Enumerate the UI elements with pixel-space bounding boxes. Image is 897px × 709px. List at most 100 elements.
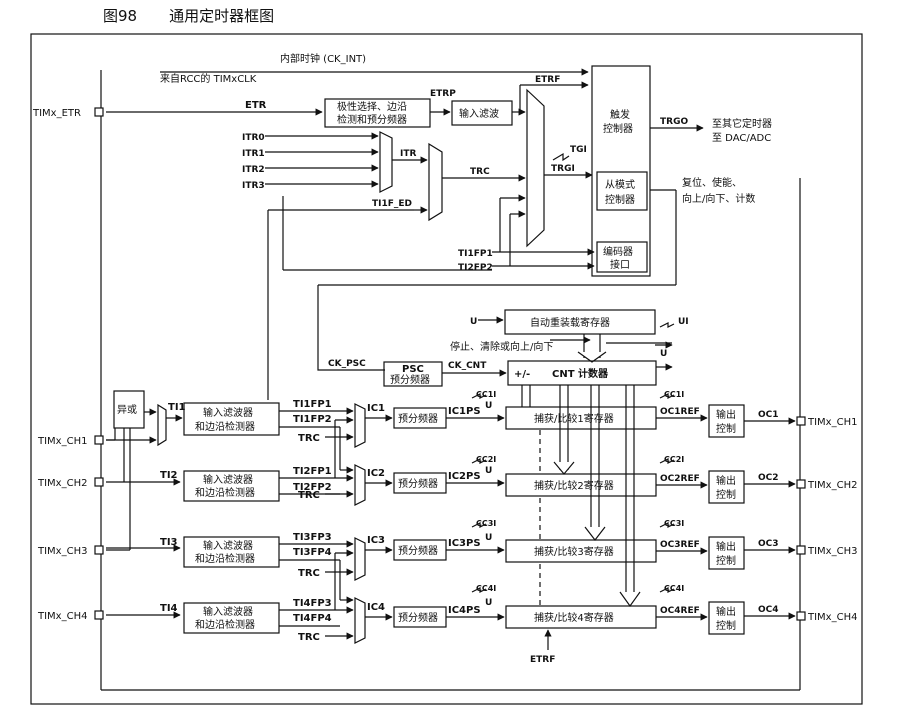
label-ck-psc: CK_PSC <box>328 359 366 369</box>
label-trc-ch2: TRC <box>298 490 320 501</box>
filter3-line1: 输入滤波器 <box>203 539 253 552</box>
ic3-mux <box>354 537 366 581</box>
output-control-ch4 <box>708 601 745 635</box>
label-cc3i-in: CC3I <box>476 519 496 528</box>
pin-label-etr: TIMx_ETR <box>32 108 81 119</box>
out1-line2: 控制 <box>716 422 736 435</box>
label-cc1i-in: CC1I <box>476 390 496 399</box>
label-ti2fp1: TI2FP1 <box>293 466 332 477</box>
block-trigger-line2: 控制器 <box>603 122 633 135</box>
pin-etr <box>94 107 104 117</box>
block-slave-line1: 从模式 <box>605 178 635 191</box>
out1-line1: 输出 <box>716 408 736 421</box>
label-ui: UI <box>678 317 689 327</box>
encoder-interface <box>596 241 648 273</box>
pin-label-ch2: TIMx_CH2 <box>37 478 87 489</box>
label-ti1f-ed: TI1F_ED <box>372 199 412 209</box>
block-trigger-line1: 触发 <box>610 108 630 121</box>
pin-label-ch3: TIMx_CH3 <box>37 546 87 557</box>
label-ic4ps: IC4PS <box>448 605 481 616</box>
etr-filter-block <box>451 100 513 126</box>
label-ti1fp2: TI1FP2 <box>293 414 332 425</box>
filter1-line2: 和边沿检测器 <box>195 420 255 433</box>
output-control-ch3 <box>708 536 745 570</box>
note-trgo-line1: 至其它定时器 <box>712 117 772 130</box>
trigger-controller <box>591 65 651 277</box>
diagram-frame <box>30 33 863 705</box>
block-encoder-line2: 接口 <box>610 258 630 271</box>
pin-ch1-in <box>94 435 104 445</box>
label-ti3fp3: TI3FP3 <box>293 532 332 543</box>
block-ccr2: 捕获/比较2寄存器 <box>534 479 614 492</box>
label-ti2: TI2 <box>160 470 178 481</box>
presc3: 预分频器 <box>398 544 438 557</box>
label-trc-ch1: TRC <box>298 433 320 444</box>
xor-gate <box>113 390 145 429</box>
output-control-ch2 <box>708 470 745 504</box>
label-oc4: OC4 <box>758 605 779 615</box>
pin-label-out-ch4: TIMx_CH4 <box>807 612 857 623</box>
label-u-ch4: U <box>485 598 492 608</box>
filter3-line2: 和边沿检测器 <box>195 552 255 565</box>
label-ic2: IC2 <box>367 468 385 479</box>
presc4: 预分频器 <box>398 611 438 624</box>
label-u-ch1: U <box>485 401 492 411</box>
block-cnt: CNT 计数器 <box>552 367 609 380</box>
label-oc1: OC1 <box>758 410 779 420</box>
out4-line1: 输出 <box>716 605 736 618</box>
out4-line2: 控制 <box>716 619 736 632</box>
label-etrp: ETRP <box>430 89 456 99</box>
label-trc-ch4: TRC <box>298 632 320 643</box>
filter1-line1: 输入滤波器 <box>203 406 253 419</box>
pin-ch2-out <box>796 479 806 489</box>
label-ti1: TI1 <box>168 402 186 413</box>
label-ti1fp1-enc: TI1FP1 <box>458 249 493 259</box>
label-oc3: OC3 <box>758 539 779 549</box>
pin-ch4-out <box>796 611 806 621</box>
pin-ch2-in <box>94 477 104 487</box>
pin-ch3-in <box>94 545 104 555</box>
label-oc2: OC2 <box>758 473 779 483</box>
block-ccr3: 捕获/比较3寄存器 <box>534 545 614 558</box>
block-etr-filter: 输入滤波 <box>459 107 499 120</box>
ic2-mux <box>354 464 366 506</box>
figure-title: 通用定时器框图 <box>169 7 275 25</box>
label-cc1i-out: CC1I <box>664 390 684 399</box>
out3-line2: 控制 <box>716 554 736 567</box>
label-ti1fp1: TI1FP1 <box>293 399 332 410</box>
filter4-line1: 输入滤波器 <box>203 605 253 618</box>
clock-rcc-label: 来自RCC的 TIMxCLK <box>160 72 257 85</box>
label-ic3: IC3 <box>367 535 385 546</box>
clock-internal-label: 内部时钟 (CK_INT) <box>280 52 366 65</box>
block-slave-line2: 控制器 <box>605 193 635 206</box>
pin-ch4-in <box>94 610 104 620</box>
label-cc3i-out: CC3I <box>664 519 684 528</box>
cnt-counter <box>507 360 657 386</box>
ti1-mux <box>157 403 167 447</box>
label-trc-top: TRC <box>470 167 490 177</box>
label-itr3: ITR3 <box>242 181 265 191</box>
input-filter-ch3 <box>183 536 280 568</box>
block-arr: 自动重装载寄存器 <box>530 316 610 329</box>
presc2: 预分频器 <box>398 477 438 490</box>
pin-ch3-out <box>796 545 806 555</box>
label-cc2i-out: CC2I <box>664 455 684 464</box>
label-itr0: ITR0 <box>242 133 265 143</box>
filter2-line2: 和边沿检测器 <box>195 486 255 499</box>
label-ic1ps: IC1PS <box>448 406 481 417</box>
label-ic3ps: IC3PS <box>448 538 481 549</box>
input-filter-ch2 <box>183 470 280 502</box>
label-ti3: TI3 <box>160 537 178 548</box>
label-ic2ps: IC2PS <box>448 471 481 482</box>
label-ti4fp3: TI4FP3 <box>293 598 332 609</box>
trc-mux <box>428 142 443 222</box>
label-oc4ref: OC4REF <box>660 606 700 616</box>
label-ti2fp2: TI2FP2 <box>293 482 332 493</box>
label-cc4i-in: CC4I <box>476 584 496 593</box>
label-etrf: ETRF <box>535 75 560 85</box>
block-ccr1: 捕获/比较1寄存器 <box>534 412 614 425</box>
label-etr: ETR <box>245 100 267 111</box>
label-u-ch2: U <box>485 466 492 476</box>
